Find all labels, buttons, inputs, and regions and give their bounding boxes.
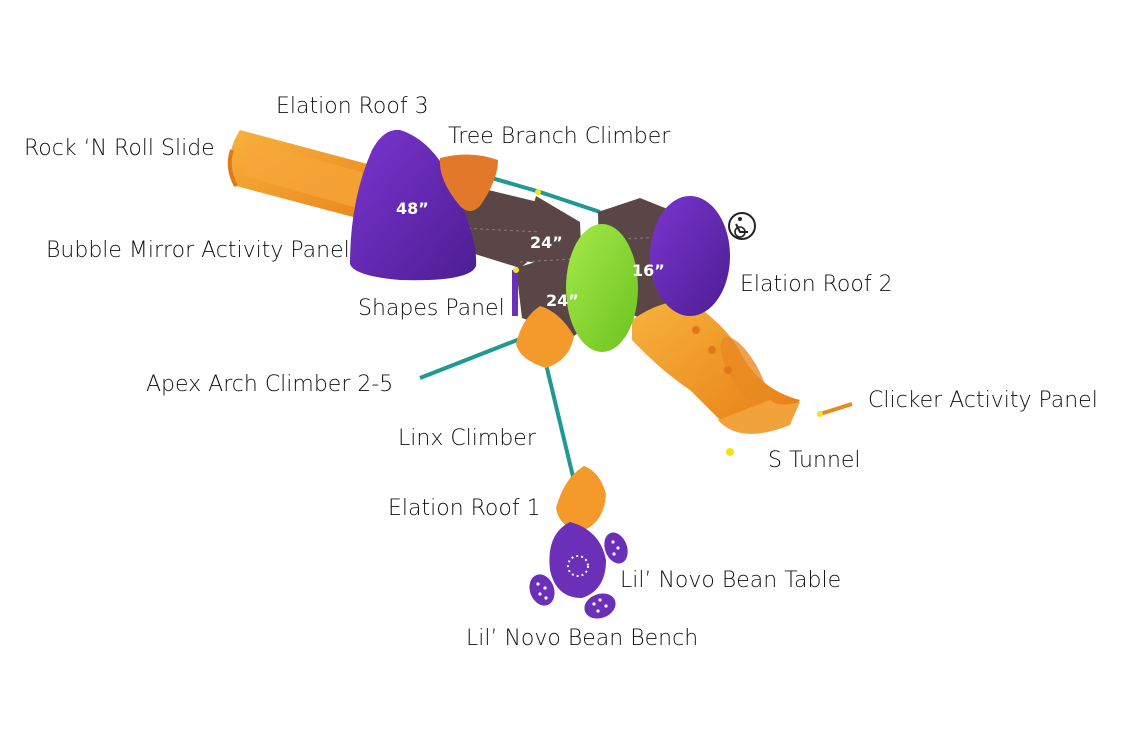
label-tree-branch-climber: Tree Branch Climber	[448, 124, 671, 149]
label-lil-novo-bean-table: Lil’ Novo Bean Table	[620, 568, 842, 593]
lil-novo-bean-bench-shapes	[529, 532, 628, 619]
apex-arch-climber-bar	[419, 333, 531, 380]
deck-upper-left	[462, 188, 540, 268]
deck-right-height-label: 16”	[632, 261, 665, 280]
apex-arch-climber-shape	[516, 306, 574, 368]
deck-triangle	[518, 196, 582, 270]
roof3-height-label: 48”	[396, 199, 429, 218]
label-lil-novo-bean-bench: Lil’ Novo Bean Bench	[466, 626, 699, 651]
shapes-panel-shape	[512, 270, 518, 316]
label-apex-arch-climber: Apex Arch Climber 2-5	[146, 372, 394, 397]
post-caps	[513, 189, 541, 273]
label-s-tunnel: S Tunnel	[768, 448, 861, 473]
label-shapes-panel: Shapes Panel	[358, 296, 505, 321]
label-rock-n-roll-slide: Rock ‘N Roll Slide	[24, 136, 215, 161]
label-elation-roof-1: Elation Roof 1	[388, 496, 541, 521]
green-roof-shape	[566, 224, 638, 352]
elation-roof-1-shape	[556, 466, 606, 530]
wheelchair-icon	[728, 212, 756, 240]
lil-novo-bean-table-shape	[549, 522, 606, 598]
frame-top-bar-2	[539, 190, 601, 214]
label-bubble-mirror-activity-panel: Bubble Mirror Activity Panel	[46, 238, 350, 263]
elation-roof-2-shape	[650, 196, 730, 316]
s-tunnel	[632, 300, 800, 456]
tree-branch-climber-shape	[439, 154, 498, 211]
clicker-activity-panel-shape	[817, 402, 853, 417]
label-elation-roof-3: Elation Roof 3	[276, 94, 429, 119]
deck-upper-height-label: 24”	[530, 233, 563, 252]
label-linx-climber: Linx Climber	[398, 426, 536, 451]
deck-lower-height-label: 24”	[546, 291, 579, 310]
label-clicker-activity-panel: Clicker Activity Panel	[868, 388, 1098, 413]
linx-climber-bar	[543, 359, 577, 486]
elation-roof-3-shape	[350, 129, 477, 281]
label-elation-roof-2: Elation Roof 2	[740, 272, 893, 297]
